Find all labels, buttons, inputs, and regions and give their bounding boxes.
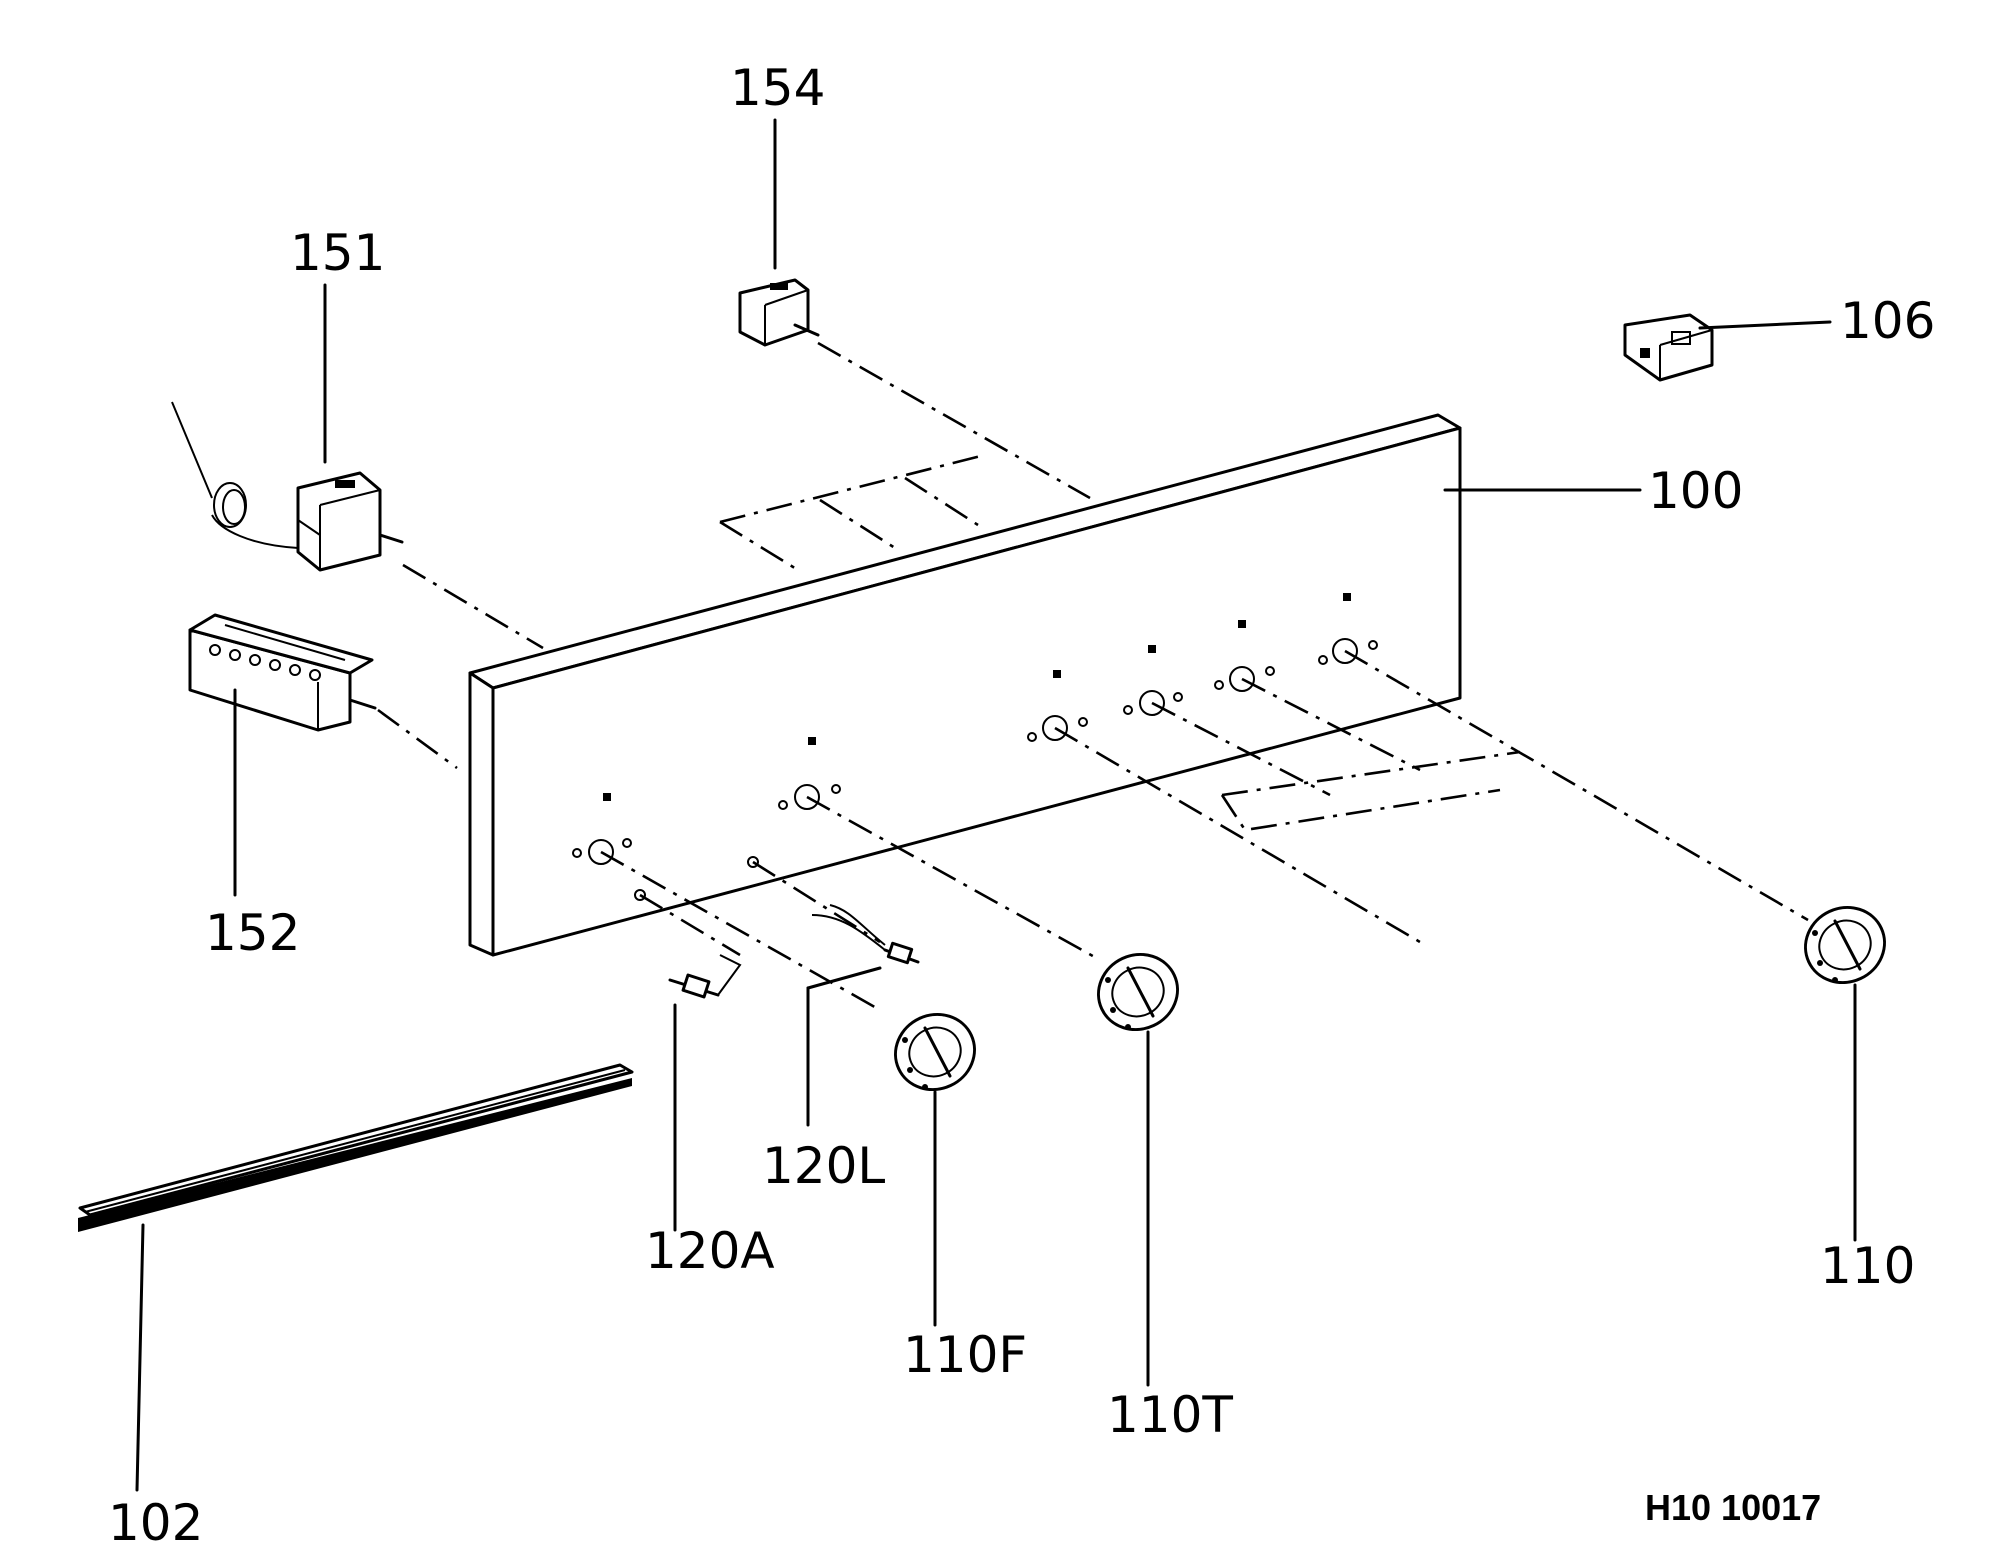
label-154: 154 — [730, 59, 825, 117]
lamp-120A — [668, 954, 742, 999]
leader-lines — [135, 118, 1857, 1492]
label-102: 102 — [108, 1494, 203, 1552]
control-panel — [468, 413, 1521, 957]
drawing-code: H10 10017 — [1645, 1487, 1821, 1528]
label-110F: 110F — [903, 1326, 1027, 1384]
knob-110F — [894, 1012, 976, 1092]
thermostat-151 — [171, 401, 404, 572]
label-110T: 110T — [1107, 1386, 1233, 1444]
trim-strip-102 — [78, 1063, 634, 1232]
panel-holes — [572, 593, 1378, 901]
lamp-120L — [811, 904, 920, 965]
label-106: 106 — [1840, 292, 1935, 350]
regulator-154 — [738, 278, 820, 347]
knob-110T — [1097, 952, 1179, 1032]
label-151: 151 — [290, 224, 385, 282]
selector-switch-152 — [188, 613, 377, 732]
label-152: 152 — [205, 904, 300, 962]
label-120L: 120L — [762, 1137, 885, 1195]
switch-106 — [1623, 313, 1714, 382]
knob-110 — [1804, 905, 1886, 985]
label-120A: 120A — [645, 1222, 775, 1280]
assembly-lines — [377, 341, 1809, 1012]
label-100: 100 — [1648, 462, 1743, 520]
part-labels: 154 151 106 100 152 120L 120A 110 110F 1… — [108, 59, 1935, 1552]
label-110: 110 — [1820, 1237, 1915, 1295]
